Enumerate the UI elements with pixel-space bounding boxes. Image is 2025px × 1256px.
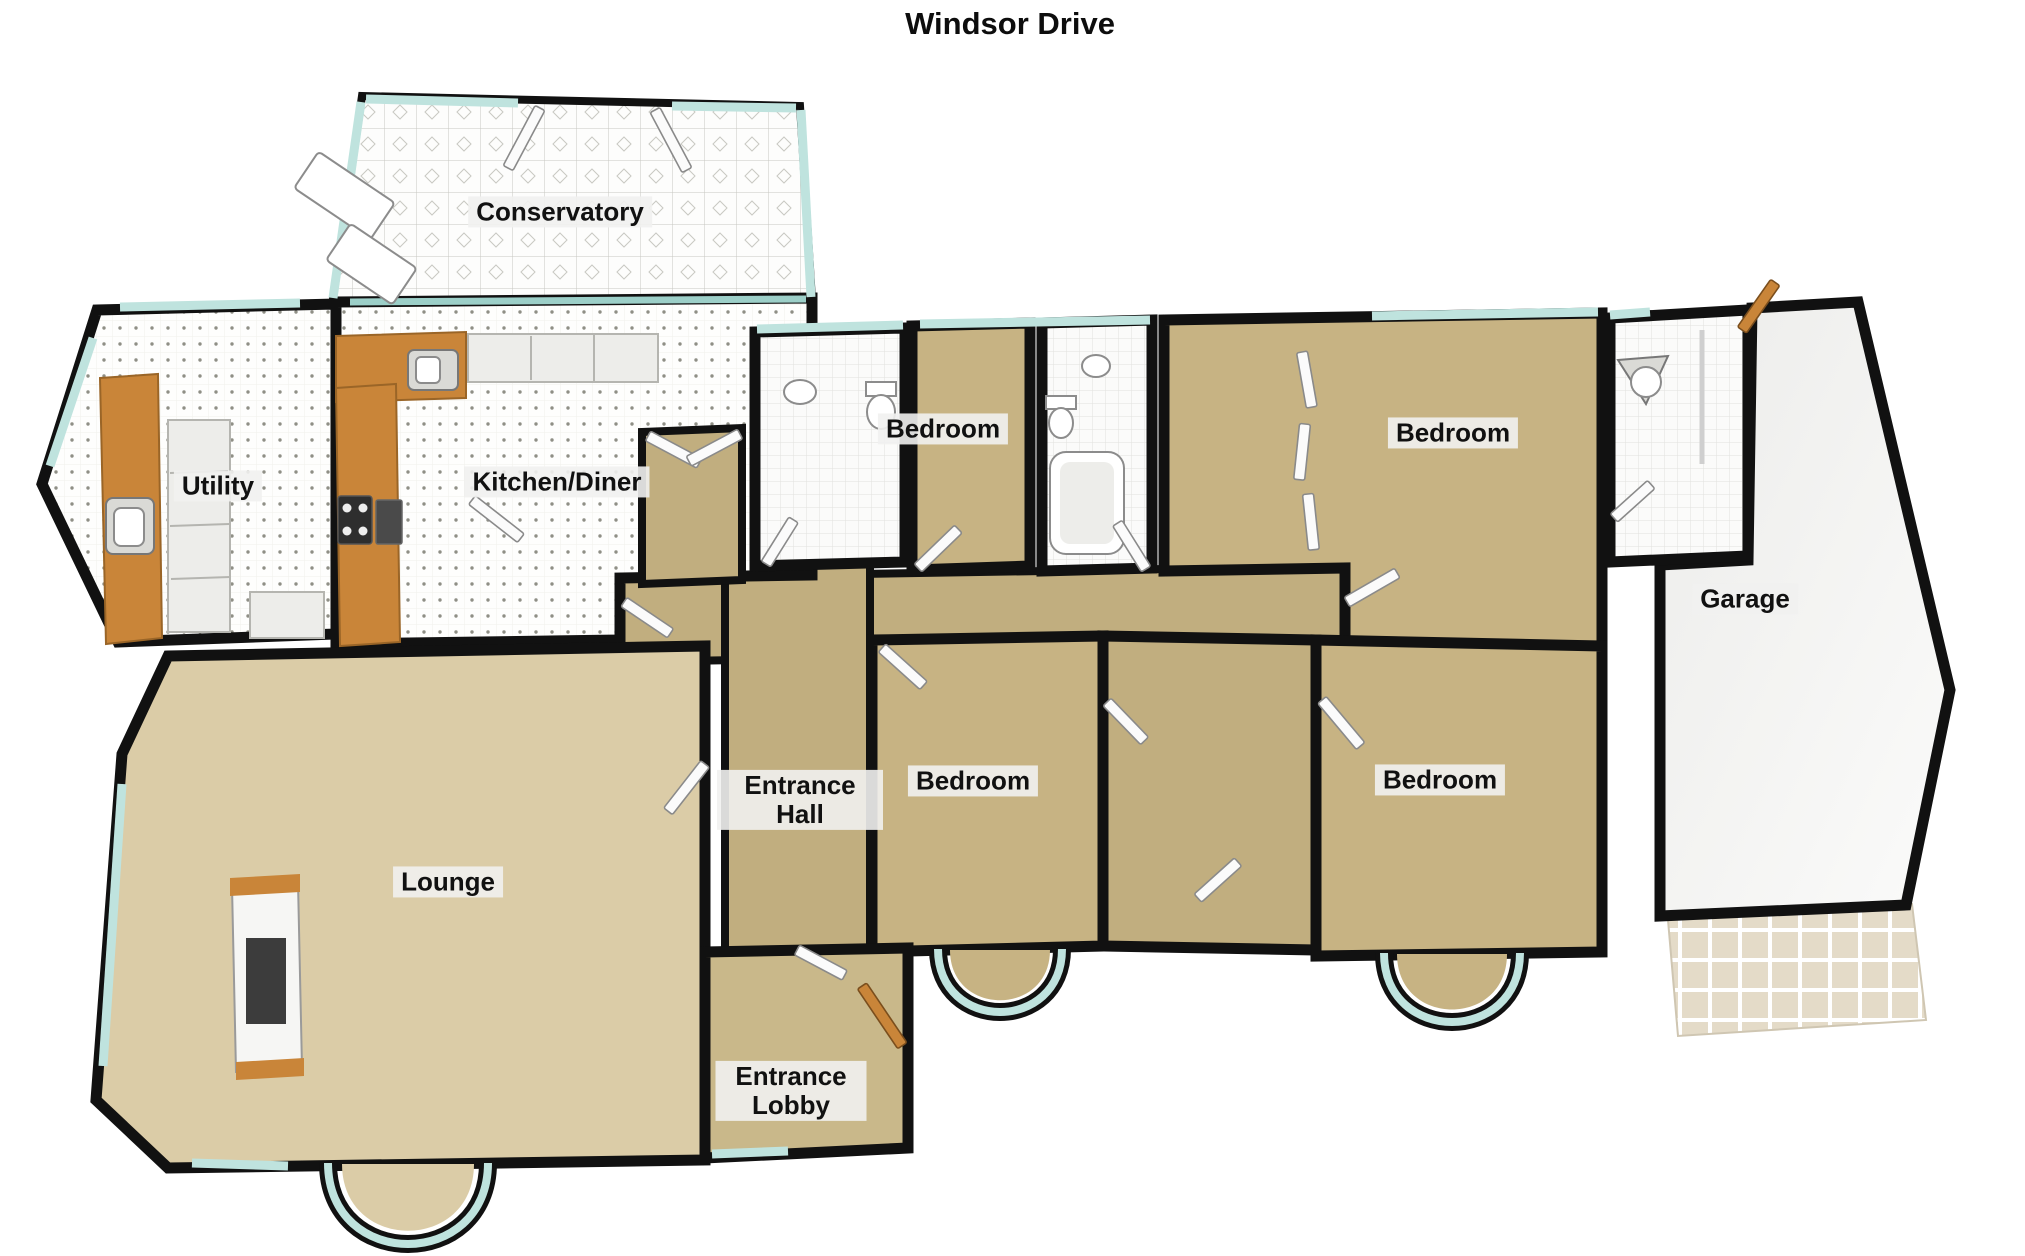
room-bedroom-middle-right-floor	[1310, 634, 1608, 962]
door-conservatory-kitchen	[468, 495, 525, 543]
room-label-kitchen-diner: Kitchen/Diner	[464, 466, 650, 498]
kitchen-hob	[337, 495, 403, 545]
bay-window-lounge	[319, 1162, 497, 1253]
door-inner-hall-2	[686, 429, 743, 467]
room-label-entrance-lobby: Entrance Lobby	[715, 1060, 867, 1122]
room-label-bedroom-top-middle: Bedroom	[877, 413, 1009, 445]
door-leaves	[468, 279, 1780, 1049]
ensuite-corner-basin	[1616, 330, 1705, 464]
bay-window-bedroom-middle-right	[1375, 952, 1529, 1031]
driveway-paving	[1666, 902, 1928, 1038]
conservatory-sofa	[294, 152, 417, 305]
utility-sink	[105, 497, 155, 555]
door-wc	[761, 516, 799, 567]
kitchen-sink	[407, 349, 459, 391]
door-hall-lobby	[794, 945, 848, 981]
door-kitchen-hall	[620, 597, 674, 638]
room-entrance-lobby-floor	[699, 942, 914, 1164]
bath-tub	[1049, 451, 1125, 555]
room-inner-hall-stub	[638, 423, 746, 589]
door-inner-hall-4	[1194, 857, 1242, 903]
room-label-bedroom-middle-left: Bedroom	[907, 765, 1039, 797]
door-bedroom-middle-left	[878, 643, 928, 690]
room-entrance-hall-floor	[721, 551, 874, 967]
bay-window-bedroom-middle-left	[929, 948, 1071, 1021]
door-inner-hall-3	[1103, 698, 1149, 745]
room-lounge-floor	[90, 640, 711, 1174]
room-label-bedroom-middle-right: Bedroom	[1374, 764, 1506, 796]
bathroom-toilet	[1045, 395, 1077, 439]
room-ensuite-floor	[1604, 304, 1754, 568]
door-bedroom-top-middle	[914, 525, 963, 572]
page-title: Windsor Drive	[905, 6, 1115, 41]
room-label-utility: Utility	[173, 470, 263, 502]
wardrobe-door-1	[1296, 350, 1318, 409]
room-label-conservatory: Conservatory	[468, 196, 652, 228]
utility-appliance	[249, 591, 325, 639]
door-bathroom	[1112, 520, 1151, 572]
front-door	[857, 982, 907, 1049]
door-lounge	[663, 760, 710, 815]
room-label-garage: Garage	[1692, 583, 1798, 615]
door-garage-side	[1737, 279, 1780, 334]
wc-basin	[783, 379, 817, 405]
wardrobe-door-3	[1301, 492, 1320, 551]
conservatory-double-doors	[503, 105, 692, 173]
room-inner-hall-floor	[1097, 630, 1322, 956]
door-ensuite	[1610, 480, 1655, 523]
fireplace	[230, 874, 304, 1080]
room-label-lounge: Lounge	[393, 866, 503, 898]
room-label-entrance-hall: Entrance Hall	[717, 769, 883, 831]
room-bedroom-top-middle-floor	[906, 317, 1036, 576]
wardrobe-door-2	[1293, 422, 1312, 481]
room-wc-floor	[749, 322, 911, 572]
room-label-bedroom-top-right: Bedroom	[1387, 417, 1519, 449]
door-bedroom-top-right	[1344, 568, 1401, 607]
door-bedroom-middle-right	[1317, 696, 1365, 750]
bathroom-basin	[1081, 354, 1111, 378]
